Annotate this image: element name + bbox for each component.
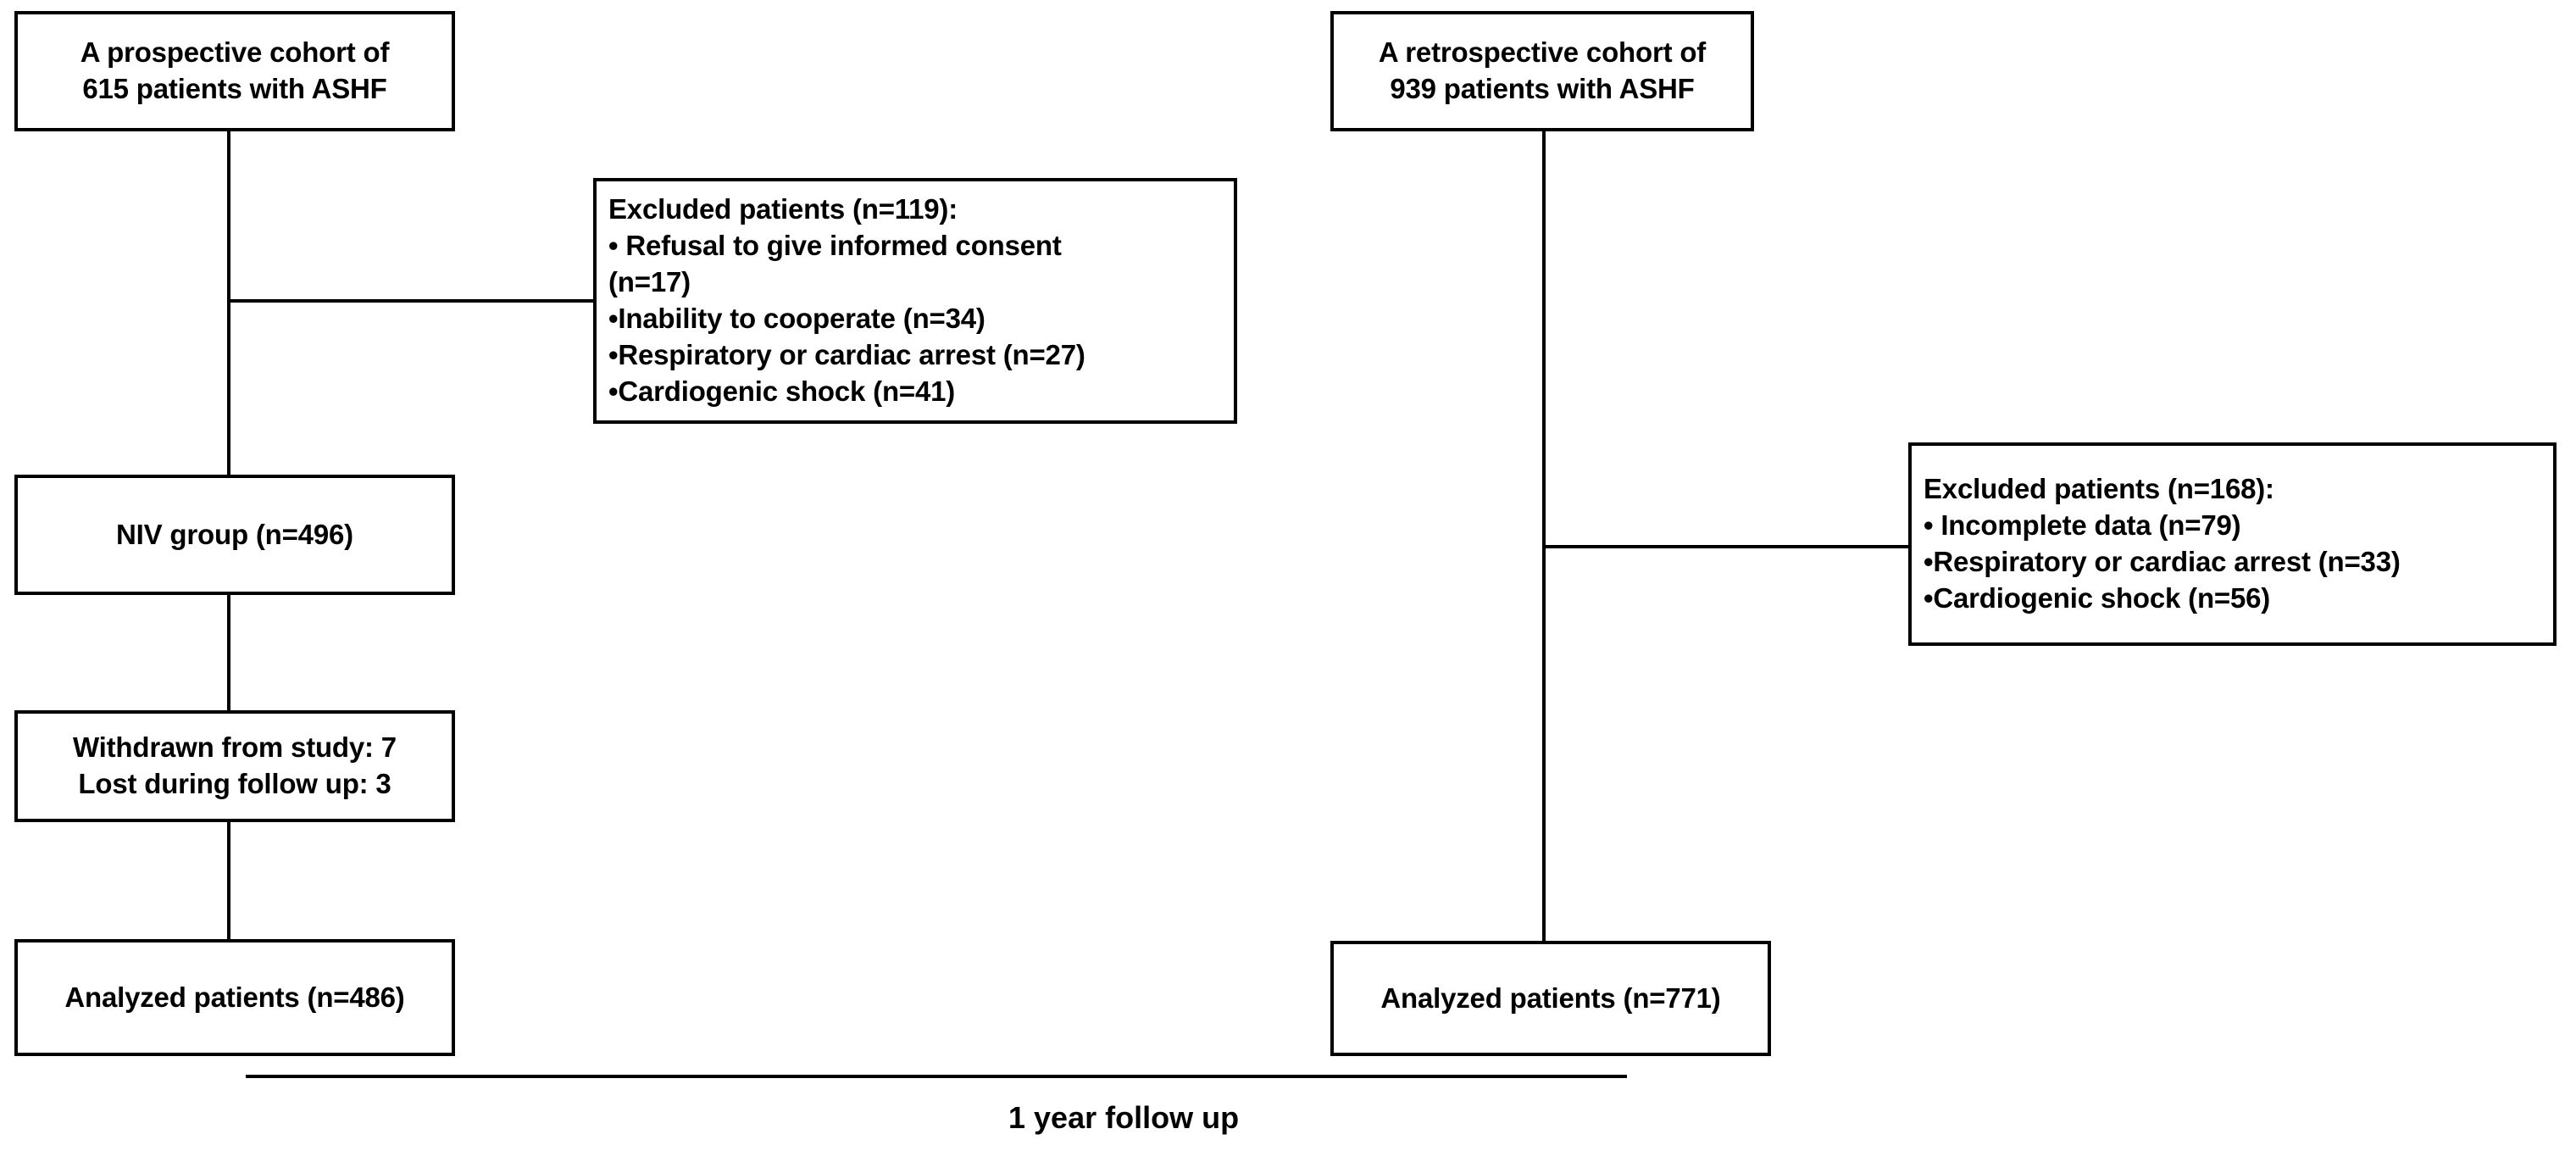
node-excluded-left-line-1: Excluded patients (n=119): xyxy=(608,193,958,225)
node-analyzed-left-line-1: Analyzed patients (n=486) xyxy=(64,981,405,1013)
node-excluded-right[interactable]: Excluded patients (n=168): • Incomplete … xyxy=(1908,442,2557,646)
node-excluded-right-line-1: Excluded patients (n=168): xyxy=(1924,473,2274,505)
node-niv-group-line-1: NIV group (n=496) xyxy=(116,518,353,550)
node-withdrawn-line-2: Lost during follow up: 3 xyxy=(78,768,391,799)
node-excluded-right-line-4: •Cardiogenic shock (n=56) xyxy=(1924,581,2271,614)
connector-left-exclusion-branch xyxy=(227,299,597,303)
connector-withdrawn-to-analyzed xyxy=(227,820,230,941)
followup-label: 1 year follow up xyxy=(1008,1100,1240,1135)
node-analyzed-right[interactable]: Analyzed patients (n=771) xyxy=(1330,941,1771,1056)
node-withdrawn[interactable]: Withdrawn from study: 7 Lost during foll… xyxy=(14,710,455,822)
followup-rule xyxy=(246,1075,1627,1078)
connector-right-exclusion-branch xyxy=(1542,545,1912,548)
node-analyzed-left[interactable]: Analyzed patients (n=486) xyxy=(14,939,455,1056)
connector-retrospective-to-analyzed xyxy=(1542,131,1546,945)
node-retrospective-cohort-line-2: 939 patients with ASHF xyxy=(1390,73,1695,104)
node-excluded-left-line-3: (n=17) xyxy=(608,266,691,298)
node-excluded-right-line-2: • Incomplete data (n=79) xyxy=(1924,509,2241,542)
node-excluded-left-line-4: •Inability to cooperate (n=34) xyxy=(608,303,985,334)
connector-prospective-to-niv xyxy=(227,131,230,476)
node-analyzed-right-line-1: Analyzed patients (n=771) xyxy=(1380,981,1721,1014)
node-excluded-left-line-2: • Refusal to give informed consent xyxy=(608,230,1062,262)
node-excluded-left-line-6: •Cardiogenic shock (n=41) xyxy=(608,375,956,407)
node-withdrawn-line-1: Withdrawn from study: 7 xyxy=(73,731,397,764)
connector-niv-to-withdrawn xyxy=(227,593,230,714)
node-excluded-left-line-5: •Respiratory or cardiac arrest (n=27) xyxy=(608,338,1085,370)
node-retrospective-cohort-line-1: A retrospective cohort of xyxy=(1378,36,1707,69)
node-retrospective-cohort[interactable]: A retrospective cohort of 939 patients w… xyxy=(1330,11,1754,131)
node-excluded-right-line-3: •Respiratory or cardiac arrest (n=33) xyxy=(1924,546,2401,577)
node-prospective-cohort-line-1: A prospective cohort of xyxy=(80,36,390,69)
node-niv-group[interactable]: NIV group (n=496) xyxy=(14,475,455,595)
node-prospective-cohort-line-2: 615 patients with ASHF xyxy=(82,73,387,104)
node-excluded-left[interactable]: Excluded patients (n=119): • Refusal to … xyxy=(593,178,1237,424)
node-prospective-cohort[interactable]: A prospective cohort of 615 patients wit… xyxy=(14,11,455,131)
